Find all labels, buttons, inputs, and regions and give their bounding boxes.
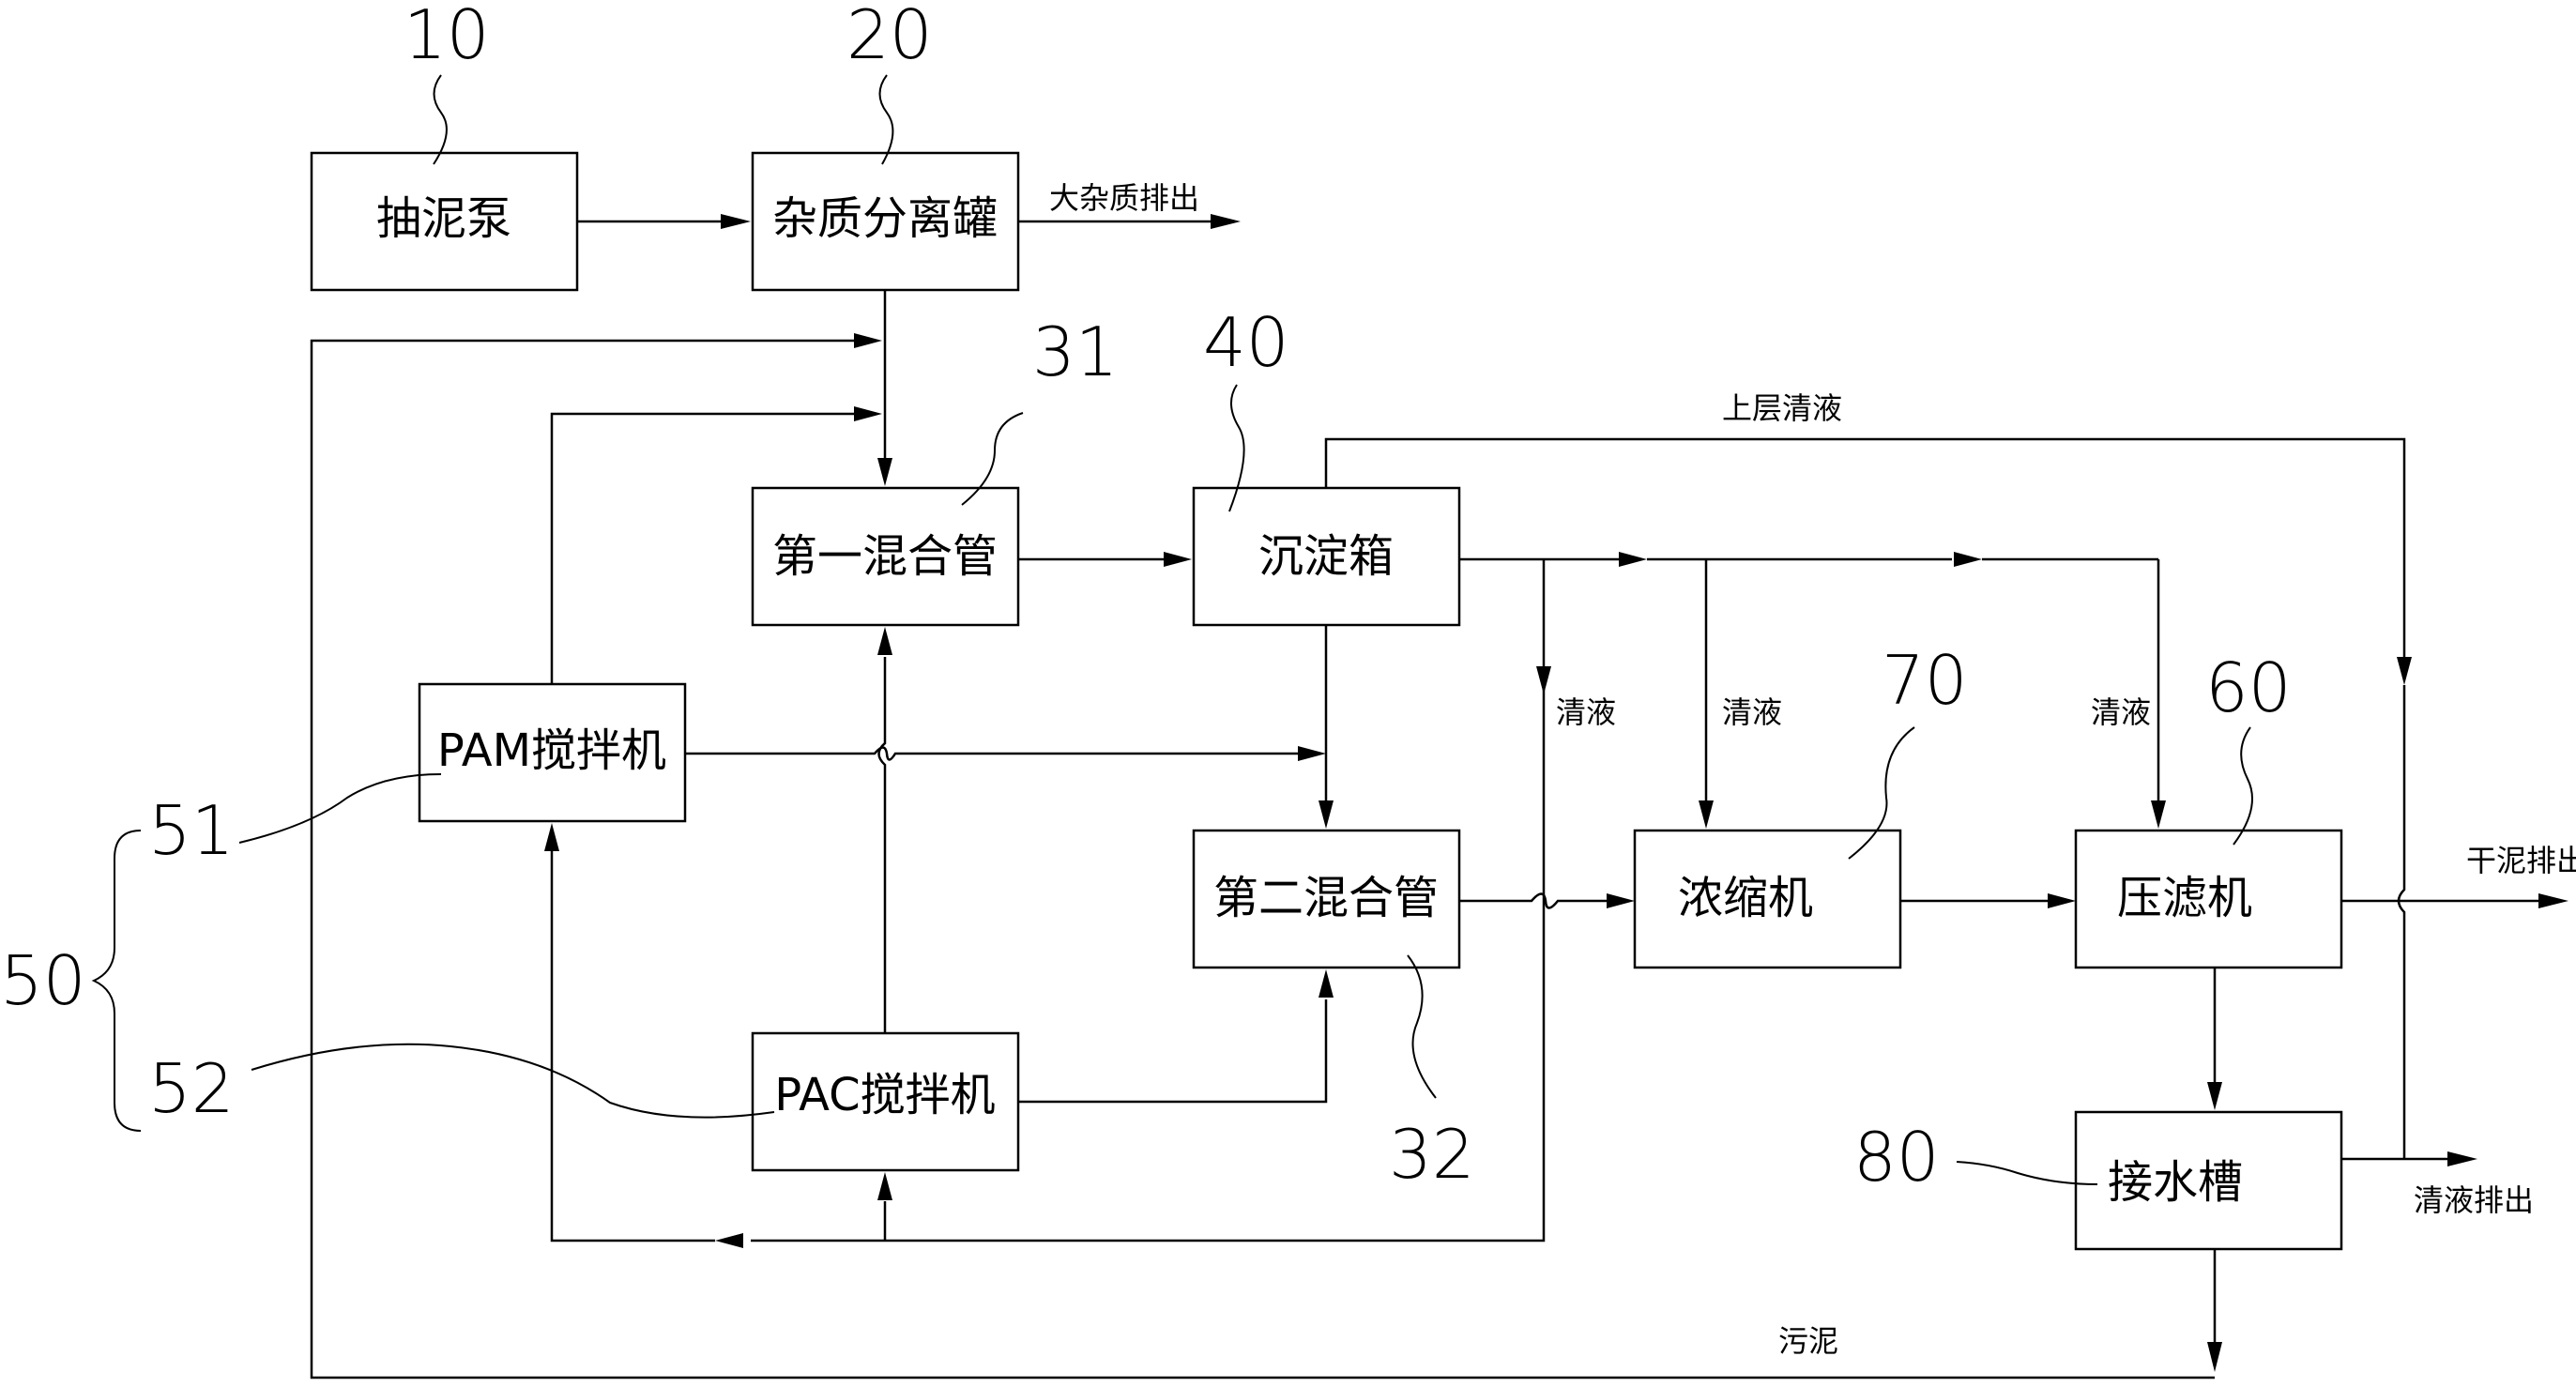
ref-20: 20 [846, 0, 933, 165]
box-press: 压滤机 [2074, 829, 2343, 969]
flow-mix2-to-thickener [1459, 892, 1635, 909]
box-thickener-label: 浓缩机 [1678, 872, 1813, 924]
ref-20-text: 20 [846, 0, 933, 74]
ref-40-text: 40 [1203, 303, 1289, 382]
box-mix2-label: 第二混合管 [1213, 872, 1439, 924]
ref-50: 50 [0, 830, 142, 1132]
ref-32: 32 [1389, 954, 1475, 1194]
flow-pac-to-mix1 [877, 627, 892, 1033]
box-tank: 接水槽 [2074, 1110, 2343, 1251]
label-upper-clear: 上层清液 [1722, 390, 1842, 426]
ref-10: 10 [404, 0, 490, 165]
box-pump: 抽泥泵 [310, 151, 579, 292]
flow-clear-to-press [2151, 559, 2166, 829]
flow-clear-left-branch [1536, 666, 1551, 694]
box-settle-label: 沉淀箱 [1258, 530, 1394, 583]
label-clear-out: 清液排出 [2414, 1182, 2534, 1218]
box-pac-label: PAC搅拌机 [774, 1069, 995, 1121]
flow-pam-to-mix2 [685, 746, 1326, 761]
ref-31-text: 31 [1032, 312, 1119, 391]
label-sludge: 污泥 [1778, 1323, 1838, 1359]
ref-60-text: 60 [2205, 648, 2292, 727]
box-separator: 杂质分离罐 [751, 151, 1020, 292]
box-mix2: 第二混合管 [1192, 829, 1461, 969]
flow-clear-out [2341, 1151, 2477, 1166]
ref-52-text: 52 [148, 1049, 235, 1128]
ref-50-text: 50 [0, 941, 86, 1020]
box-separator-label: 杂质分离罐 [772, 192, 998, 245]
flow-press-to-tank [2207, 968, 2222, 1110]
flow-pump-to-separator [577, 214, 751, 229]
flow-upper-clear [1324, 437, 2412, 1159]
label-clear-c: 清液 [2091, 694, 2151, 730]
box-press-label: 压滤机 [2117, 872, 2252, 924]
ref-60: 60 [2205, 648, 2292, 846]
box-mix1-label: 第一混合管 [772, 530, 998, 583]
ref-32-text: 32 [1389, 1115, 1475, 1194]
label-clear-a: 清液 [1556, 694, 1616, 730]
box-pac: PAC搅拌机 [751, 1031, 1020, 1172]
ref-51: 51 [148, 773, 442, 870]
box-pump-label: 抽泥泵 [376, 192, 511, 245]
ref-80: 80 [1853, 1118, 2098, 1196]
flow-mix1-to-settle [1018, 552, 1192, 567]
flow-clear-to-thickener [1699, 559, 1714, 829]
box-pam-label: PAM搅拌机 [437, 724, 666, 777]
flow-pam-to-mix1 [550, 406, 882, 684]
ref-40: 40 [1203, 303, 1289, 512]
flow-settle-to-mix2 [1318, 625, 1334, 829]
label-dry-mud-out: 干泥排出 [2466, 843, 2576, 878]
flow-settle-clear-right [1459, 552, 2158, 567]
ref-70-text: 70 [1882, 641, 1968, 720]
flow-pac-to-mix2 [1018, 969, 1334, 1104]
box-settle: 沉淀箱 [1192, 486, 1461, 627]
flow-clear-return-loop [544, 559, 1546, 1248]
flow-thickener-to-press [1900, 893, 2076, 908]
label-large-impurity-out: 大杂质排出 [1049, 180, 1199, 216]
ref-80-text: 80 [1853, 1118, 1940, 1196]
ref-52: 52 [148, 1043, 775, 1128]
flow-large-impurity-out [1018, 214, 1241, 229]
ref-10-text: 10 [404, 0, 490, 74]
box-pam: PAM搅拌机 [418, 682, 687, 823]
ref-51-text: 51 [148, 791, 235, 870]
flow-separator-to-mix1 [877, 290, 892, 486]
box-tank-label: 接水槽 [2108, 1156, 2243, 1209]
box-mix1: 第一混合管 [751, 486, 1020, 627]
flow-sludge-return [310, 333, 2222, 1379]
flow-dry-mud-out [2341, 893, 2568, 908]
ref-31: 31 [961, 312, 1119, 506]
box-thickener: 浓缩机 [1633, 829, 1902, 969]
label-clear-b: 清液 [1722, 694, 1782, 730]
ref-70: 70 [1848, 641, 1968, 860]
